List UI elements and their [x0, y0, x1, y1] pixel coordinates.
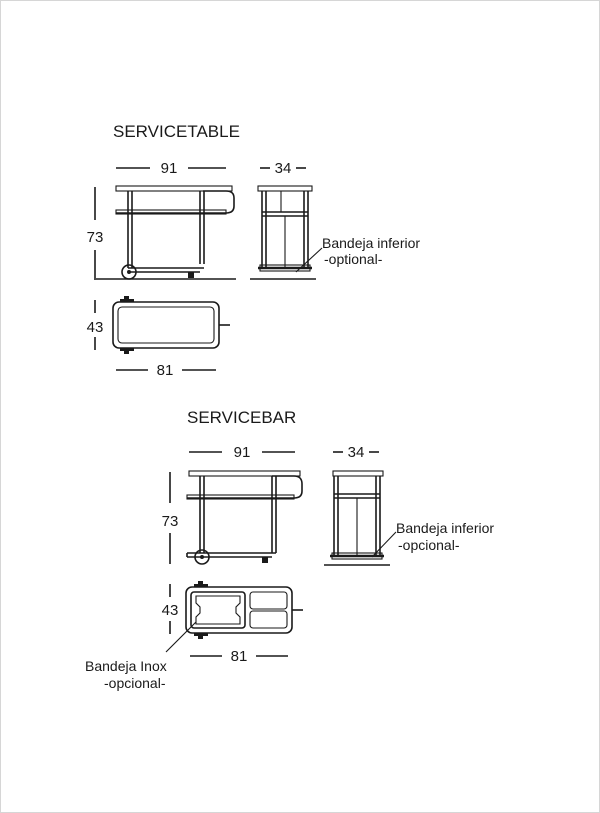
- servicebar-top-depth-dimension: 43: [162, 584, 179, 634]
- servicetable-width-dimension: 91: [116, 160, 226, 177]
- servicebar-base-width-label: 81: [231, 648, 248, 665]
- servicebar-width-dimension: 91: [189, 444, 295, 461]
- servicetable-title: SERVICETABLE: [113, 122, 240, 141]
- servicebar-inox-tray-callout: Bandeja Inox -opcional-: [85, 621, 197, 691]
- servicebar-height-dimension: 73: [162, 472, 179, 564]
- servicetable-side-view: [96, 185, 236, 280]
- servicetable-lower-tray-optional: -optional-: [324, 251, 383, 267]
- servicebar-lower-tray-optional: -opcional-: [398, 537, 460, 553]
- servicetable-height-dimension: 73: [87, 187, 104, 280]
- servicetable-top-depth-dimension: 43: [87, 300, 104, 350]
- servicebar-section: SERVICEBAR 91 34 73: [85, 408, 494, 691]
- servicetable-width-label: 91: [161, 160, 178, 177]
- servicebar-title: SERVICEBAR: [187, 408, 296, 427]
- servicebar-inox-tray-label: Bandeja Inox: [85, 658, 167, 674]
- servicetable-section: SERVICETABLE 91 34 73: [87, 122, 421, 379]
- servicetable-base-width-dimension: 81: [116, 362, 216, 379]
- servicetable-end-view: [250, 185, 316, 280]
- servicebar-height-label: 73: [162, 513, 179, 530]
- servicebar-side-view: [186, 470, 303, 565]
- servicebar-width-label: 91: [234, 444, 251, 461]
- servicebar-end-view: [324, 470, 390, 566]
- servicebar-lower-tray-callout: Bandeja inferior -opcional-: [371, 520, 494, 558]
- servicebar-lower-tray-label: Bandeja inferior: [396, 520, 494, 536]
- servicetable-depth-label: 34: [275, 160, 292, 177]
- servicebar-inox-tray-optional: -opcional-: [104, 675, 166, 691]
- servicetable-top-depth-label: 43: [87, 319, 104, 336]
- servicebar-top-view: [185, 581, 303, 639]
- servicebar-depth-dimension: 34: [333, 444, 379, 461]
- servicetable-lower-tray-label: Bandeja inferior: [322, 235, 420, 251]
- servicebar-top-depth-label: 43: [162, 602, 179, 619]
- servicetable-height-label: 73: [87, 229, 104, 246]
- servicetable-base-width-label: 81: [157, 362, 174, 379]
- servicebar-base-width-dimension: 81: [190, 648, 288, 665]
- servicetable-depth-dimension: 34: [260, 160, 306, 177]
- servicetable-top-view: [112, 296, 230, 354]
- servicetable-lower-tray-callout: Bandeja inferior -optional-: [295, 235, 420, 273]
- servicebar-depth-label: 34: [348, 444, 365, 461]
